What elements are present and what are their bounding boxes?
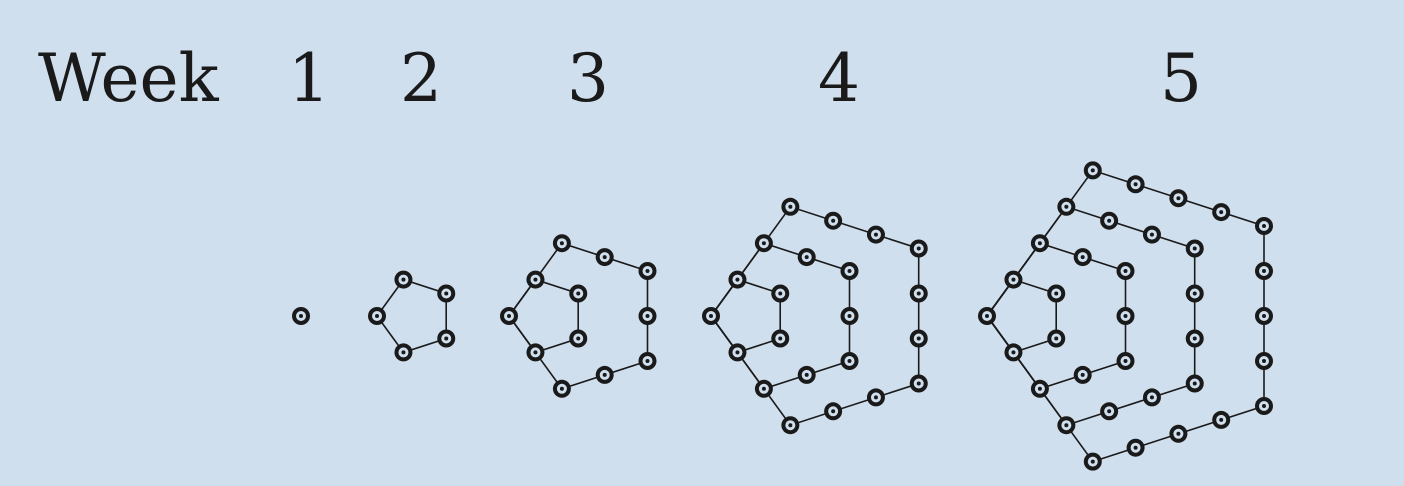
week-4-dot xyxy=(840,307,859,325)
week-5-dot xyxy=(1126,438,1145,457)
week-heading: Week xyxy=(38,40,219,117)
week-4-dot xyxy=(909,284,928,303)
week-4-pentagon-2 xyxy=(710,278,781,354)
week-5-dot xyxy=(1142,388,1161,407)
week-5-dot xyxy=(1073,248,1092,267)
week-3-dot xyxy=(638,262,657,280)
week-3-dot xyxy=(569,284,588,303)
week-3-dot xyxy=(526,270,545,289)
week-2-dot xyxy=(368,307,386,325)
week-4-dot xyxy=(797,248,816,267)
week-3-dot xyxy=(569,329,588,348)
week-5-pentagon-2 xyxy=(986,278,1057,354)
week-5-dot xyxy=(1004,270,1023,289)
week-5-dot xyxy=(1185,374,1204,393)
week-5-dot xyxy=(1083,161,1102,180)
week-5-dot xyxy=(1100,402,1119,421)
week-4-dot xyxy=(781,416,800,435)
week-5-dot xyxy=(1030,234,1049,253)
week-3-dot xyxy=(526,343,545,362)
week-4-dot xyxy=(754,234,773,253)
week-5-dot xyxy=(1185,284,1204,303)
week-3-dot xyxy=(552,379,571,398)
week-4-dot xyxy=(909,329,928,348)
week-5-dot xyxy=(1185,239,1204,258)
week-3-dot xyxy=(638,307,657,325)
week-5-dot xyxy=(1100,211,1119,230)
week-5-dot xyxy=(1057,416,1076,435)
week-5-dot xyxy=(1083,452,1102,471)
week-5-dot xyxy=(1073,365,1092,384)
week-2-dot xyxy=(394,270,413,289)
week-4-dot xyxy=(797,365,816,384)
week-1-dot xyxy=(292,307,310,325)
week-4-dot xyxy=(866,388,885,407)
week-4-dot xyxy=(781,197,800,216)
week-4-dot xyxy=(824,402,843,421)
week-2-dot xyxy=(437,329,456,348)
week-3-dot xyxy=(638,352,657,370)
week-5-dot xyxy=(1116,352,1135,370)
week-5-dot xyxy=(1126,175,1145,194)
week-5-dot xyxy=(1254,217,1273,235)
week-4-dot xyxy=(909,374,928,393)
week-5-dot xyxy=(1116,262,1135,280)
week-1-label: 1 xyxy=(288,40,330,117)
week-4-dot xyxy=(840,352,859,370)
week-4-dot xyxy=(771,329,790,348)
week-5-dot xyxy=(1057,197,1076,216)
week-4-dot xyxy=(728,270,747,289)
week-5-dot xyxy=(1254,352,1273,370)
week-5-dot xyxy=(1116,307,1135,325)
week-5-dot xyxy=(978,307,996,325)
week-4-label: 4 xyxy=(818,40,860,117)
dot-layer xyxy=(292,161,1273,471)
week-4-dot xyxy=(754,379,773,398)
week-5-label: 5 xyxy=(1160,40,1202,117)
week-5-dot xyxy=(1169,189,1188,208)
week-5-dot xyxy=(1212,410,1231,429)
week-5-dot xyxy=(1004,343,1023,362)
week-3-pentagon-2 xyxy=(508,278,579,354)
week-5-pentagon-4 xyxy=(986,205,1196,427)
week-3-dot xyxy=(500,307,518,325)
week-4-dot xyxy=(728,343,747,362)
week-2-dot xyxy=(394,343,413,362)
week-3-dot xyxy=(595,248,614,267)
week-5-dot xyxy=(1047,284,1066,303)
week-3-label: 3 xyxy=(567,40,609,117)
week-5-dot xyxy=(1030,379,1049,398)
week-2-pentagon-2 xyxy=(376,278,447,354)
week-2-dot xyxy=(437,284,456,303)
week-4-dot xyxy=(909,239,928,258)
week-4-dot xyxy=(840,262,859,280)
week-5-dot xyxy=(1169,424,1188,443)
week-5-dot xyxy=(1047,329,1066,348)
week-4-dot xyxy=(771,284,790,303)
week-3-dot xyxy=(595,365,614,384)
week-4-dot xyxy=(866,225,885,244)
week-4-dot xyxy=(824,211,843,230)
week-5-dot xyxy=(1142,225,1161,244)
week-5-dot xyxy=(1185,329,1204,348)
week-5-dot xyxy=(1254,262,1273,280)
week-3-dot xyxy=(552,234,571,253)
week-5-dot xyxy=(1254,397,1273,415)
week-2-label: 2 xyxy=(400,40,442,117)
week-4-pentagon-4 xyxy=(710,205,920,427)
week-5-dot xyxy=(1212,203,1231,222)
week-4-dot xyxy=(702,307,720,325)
week-5-dot xyxy=(1254,307,1273,325)
